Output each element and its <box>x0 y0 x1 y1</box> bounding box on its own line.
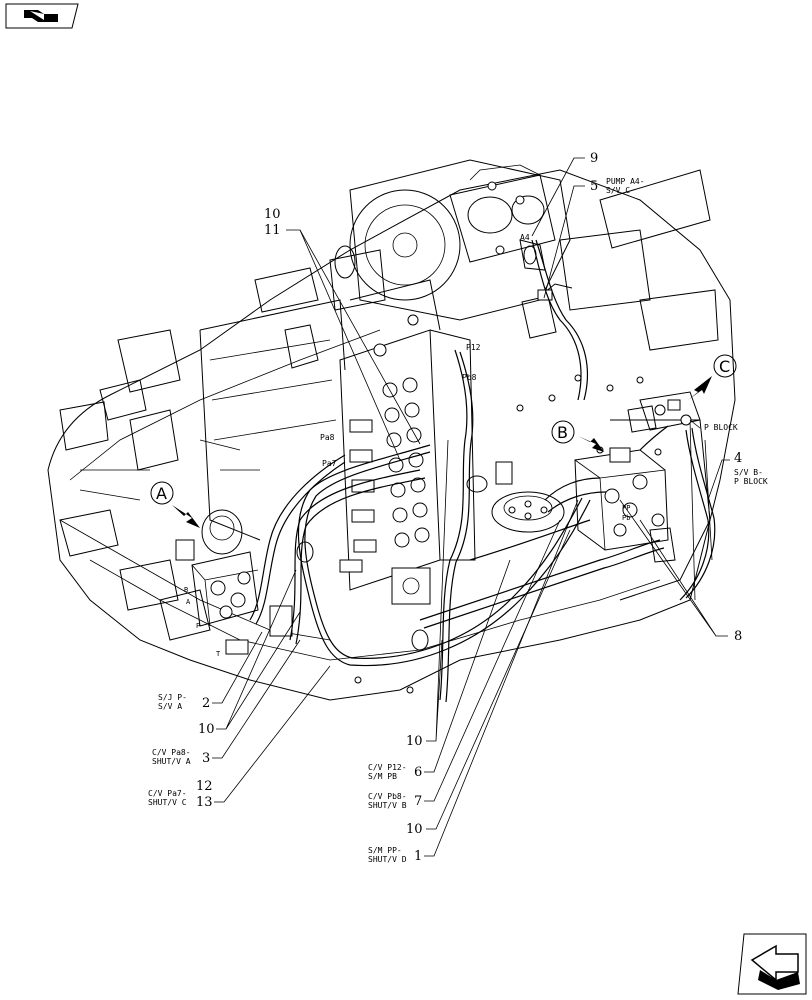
part-number-7: 7 <box>414 794 422 809</box>
callout-c: C <box>688 354 737 400</box>
port-label-a: A <box>186 598 191 606</box>
part-2-desc-line1: S/J P- <box>158 693 187 702</box>
callout-c-letter: C <box>719 357 730 376</box>
left-labels: S/J P- S/V A 2 10 C/V Pa8- SHUT/V A 3 C/… <box>148 569 331 810</box>
sv-b-label-line1: S/V B- <box>734 468 763 477</box>
part-1-desc-line1: S/M PP- <box>368 846 402 855</box>
port-label-pa8: Pa8 <box>320 433 335 442</box>
part-number-2: 2 <box>202 696 210 711</box>
hoses <box>249 239 716 703</box>
swivel-joint <box>491 461 565 533</box>
part-number-10-top: 10 <box>264 207 281 222</box>
callout-b: B <box>551 420 604 452</box>
upper-frame <box>47 169 736 701</box>
part-number-10-lower: 10 <box>406 822 423 837</box>
part-7-desc-line1: C/V Pb8- <box>368 792 407 801</box>
part-12-desc-line1: C/V Pa7- <box>148 789 187 798</box>
part-number-10-left: 10 <box>198 722 215 737</box>
part-3-desc-line2: SHUT/V A <box>152 757 191 766</box>
part-7-desc-line2: SHUT/V B <box>368 801 407 810</box>
port-label-pb8: Pb8 <box>462 373 477 382</box>
part-1-desc-line2: SHUT/V D <box>368 855 407 864</box>
callout-a: A <box>150 481 200 528</box>
port-label-a4: A4 <box>520 233 530 242</box>
top-labels: 10 11 9 5 PUMP A4- S/V C P BLOCK 4 S/V B… <box>264 151 768 644</box>
part-3-desc-line1: C/V Pa8- <box>152 748 191 757</box>
part-number-12: 12 <box>196 779 213 794</box>
part-number-10-center: 10 <box>406 734 423 749</box>
callout-b-letter: B <box>557 423 568 442</box>
part-number-13: 13 <box>196 795 213 810</box>
port-label-p: P <box>196 622 200 630</box>
hydraulic-pump <box>349 159 571 321</box>
part-number-4: 4 <box>734 451 742 466</box>
part-12-desc-line2: SHUT/V C <box>148 798 187 807</box>
sv-b-label-line2: P BLOCK <box>734 477 768 486</box>
port-label-pb: Pb <box>622 514 630 522</box>
port-label-pp: PP <box>622 504 630 512</box>
part-number-1: 1 <box>414 849 422 864</box>
next-page-arrow-icon[interactable] <box>737 933 807 995</box>
part-number-6: 6 <box>414 765 422 780</box>
prev-page-arrow-icon[interactable] <box>5 3 79 29</box>
part-number-5: 5 <box>590 179 598 194</box>
port-label-pa7: Pa7 <box>322 459 337 468</box>
center-labels: 10 C/V P12- S/M PB 6 C/V Pb8- SHUT/V B 7… <box>368 439 579 864</box>
p-block <box>627 391 701 433</box>
port-label-t: T <box>216 650 221 658</box>
part-6-desc-line2: S/M PB <box>368 772 397 781</box>
control-valve <box>199 245 476 605</box>
pump-label-line2: S/V C <box>606 186 630 195</box>
port-label-b: B <box>184 586 188 594</box>
part-number-9: 9 <box>590 151 598 166</box>
part-2-desc-line2: S/V A <box>158 702 182 711</box>
p-block-label: P BLOCK <box>704 423 738 432</box>
solenoid-valve-a <box>175 509 293 655</box>
pump-label-line1: PUMP A4- <box>606 177 645 186</box>
part-6-desc-line1: C/V P12- <box>368 763 407 772</box>
callout-a-letter: A <box>156 484 167 503</box>
port-label-p12: P12 <box>466 343 481 352</box>
part-number-3: 3 <box>202 751 210 766</box>
part-number-11-top: 11 <box>264 223 281 238</box>
part-number-8: 8 <box>734 629 742 644</box>
solenoid-valve-block <box>574 447 676 563</box>
